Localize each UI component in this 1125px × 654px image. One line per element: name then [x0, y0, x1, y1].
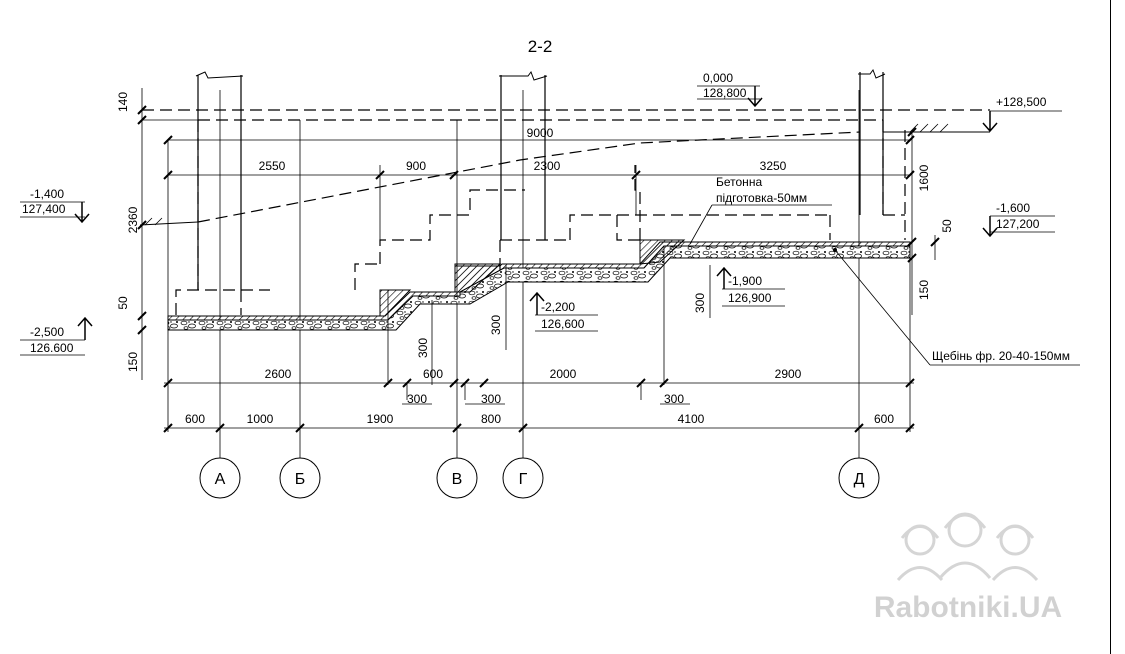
level-right: [982, 215, 1055, 238]
dim-50-right: 50: [940, 219, 954, 233]
level-mid: [529, 291, 598, 332]
level-step: [716, 266, 785, 307]
bottom-dim-row-2: [163, 250, 915, 433]
level-left-upper-abs: 127,400: [22, 202, 66, 216]
dim-2300: 2300: [534, 159, 561, 173]
level-mid-rel: -2,200: [541, 300, 575, 314]
foundation-layers: [167, 239, 911, 331]
dim-1600: 1600: [917, 164, 931, 191]
level-ground-right: [982, 110, 1062, 133]
level-ground-right-text: +128,500: [996, 95, 1047, 109]
axis-label-g: Г: [519, 471, 528, 488]
dim-300-a: 300: [416, 338, 430, 358]
dim-2550: 2550: [259, 159, 286, 173]
watermark-logo: [896, 512, 1039, 582]
dim-2000: 2000: [550, 367, 577, 381]
level-right-abs: 127,200: [996, 217, 1040, 231]
level-left-upper-rel: -1,400: [30, 187, 64, 201]
small-dim-300-3: 300: [664, 392, 684, 406]
dim-1900: 1900: [367, 412, 394, 426]
dim-4100: 4100: [678, 412, 705, 426]
dashed-structure: [142, 109, 990, 315]
axis-bubble-d: Д: [838, 457, 880, 499]
bottom-dim-row-1: [163, 378, 915, 405]
level-left-upper: [20, 201, 90, 224]
watermark-text: Rabotniki.UA: [874, 591, 1062, 624]
level-step-abs: 126,900: [728, 291, 772, 305]
level-left-bottom: [20, 316, 93, 356]
dim-600-mid: 600: [423, 367, 443, 381]
level-top-rel: 0,000: [703, 71, 733, 85]
axis-label-b: Б: [295, 471, 306, 488]
dim-2600: 2600: [265, 367, 292, 381]
dim-1000: 1000: [247, 412, 274, 426]
dim-150-left: 150: [126, 352, 140, 372]
small-dim-300-1: 300: [407, 392, 427, 406]
level-mid-abs: 126,600: [541, 317, 585, 331]
dim-2900: 2900: [775, 367, 802, 381]
level-top: [697, 85, 763, 108]
dim-300-b: 300: [489, 315, 503, 335]
note-gravel: Щебінь фр. 20-40-150мм: [932, 349, 1070, 363]
axis-bubble-b: Б: [279, 457, 321, 499]
dim-50-left: 50: [116, 296, 130, 310]
axis-label-v: В: [452, 471, 463, 488]
dim-3250: 3250: [760, 159, 787, 173]
level-right-rel: -1,600: [996, 201, 1030, 215]
dim-150-right: 150: [917, 280, 931, 300]
top-dim-lines: [163, 135, 915, 330]
dim-total-9000: 9000: [527, 126, 554, 140]
level-left-bottom-abs: 126.600: [30, 341, 74, 355]
axis-bubble-a: А: [199, 457, 241, 499]
dim-800: 800: [481, 412, 501, 426]
vertical-dims: [137, 88, 940, 385]
note-concrete-leader: [689, 204, 832, 245]
level-top-abs: 128,800: [703, 86, 747, 100]
small-dim-300-2: 300: [481, 392, 501, 406]
ground-line: [139, 123, 990, 226]
note-gravel-leader: [833, 248, 1080, 366]
frame-border: [1110, 0, 1111, 654]
dim-900: 900: [406, 159, 426, 173]
axis-label-d: Д: [854, 471, 865, 488]
dim-2360: 2360: [126, 206, 140, 233]
axis-label-a: А: [215, 471, 226, 488]
dim-300-c: 300: [693, 293, 707, 313]
axis-bubble-g: Г: [502, 457, 544, 499]
level-left-bottom-rel: -2,500: [30, 325, 64, 339]
section-title: 2-2: [528, 37, 553, 56]
note-concrete-line2: підготовка-50мм: [716, 191, 807, 205]
dim-600-right: 600: [874, 412, 894, 426]
level-step-rel: -1,900: [728, 274, 762, 288]
axis-bubble-v: В: [436, 457, 478, 499]
note-concrete-line1: Бетонна: [716, 175, 762, 189]
dim-600-left: 600: [185, 412, 205, 426]
dim-140: 140: [116, 92, 130, 112]
